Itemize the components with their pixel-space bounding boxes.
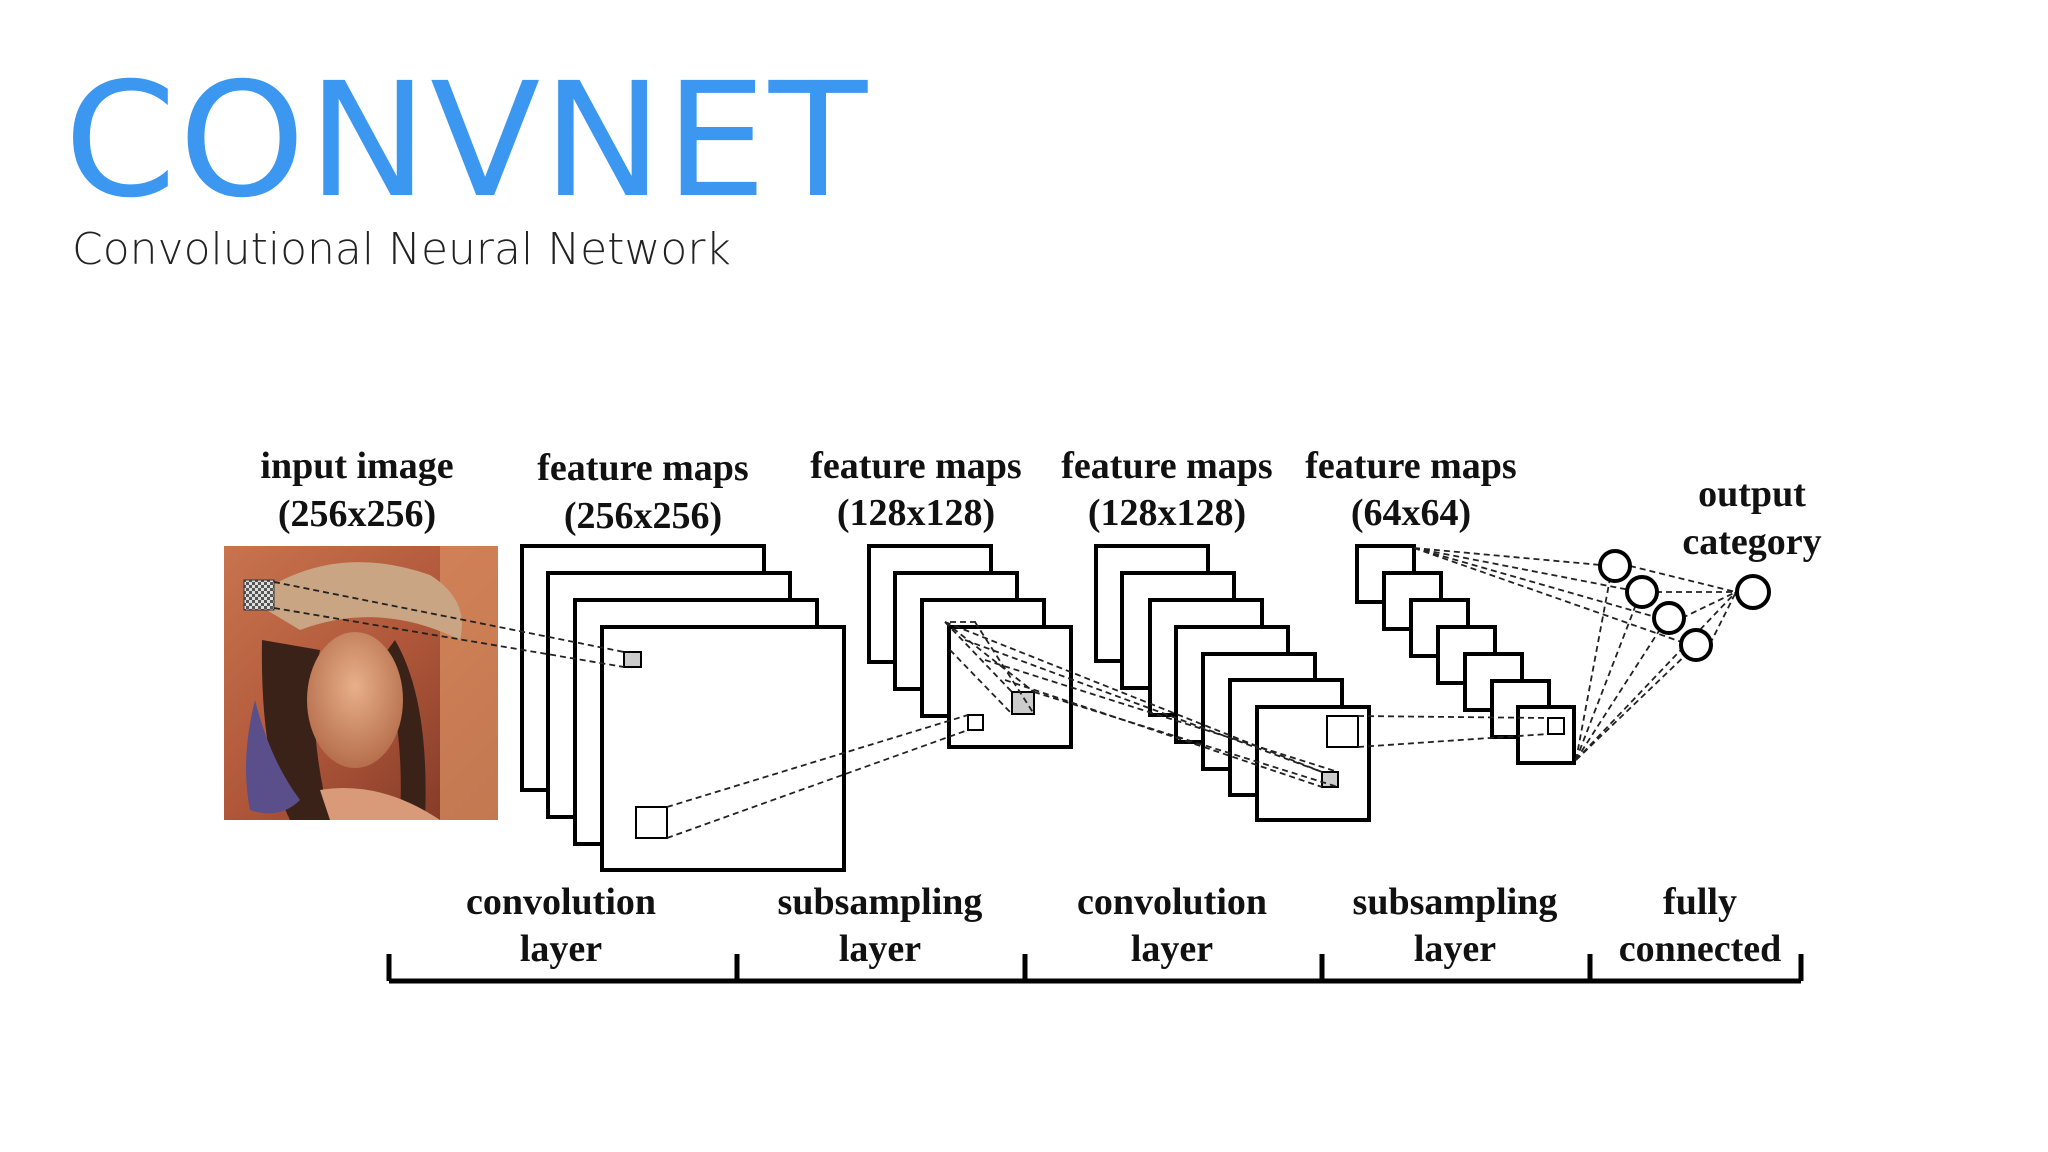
label-stage2-size: (128x128) (837, 492, 995, 534)
bottom-labels: convolution layer subsampling layer conv… (466, 881, 1781, 970)
label-stage2-maps: feature maps (810, 445, 1021, 487)
top-labels: input image (256x256) feature maps (256x… (260, 445, 1821, 563)
feature-maps-stage1 (520, 544, 846, 872)
fully-connected-neurons (1598, 549, 1713, 662)
connection-lines (273, 547, 1737, 839)
label-sub1-layer: layer (839, 928, 921, 970)
label-output-category: category (1682, 521, 1821, 563)
label-input-image: input image (260, 445, 453, 487)
label-sub1: subsampling (778, 881, 983, 923)
label-stage1-size: (256x256) (564, 495, 722, 537)
label-stage4-maps: feature maps (1305, 445, 1516, 487)
label-fc-connected: connected (1619, 928, 1782, 970)
label-output: output (1698, 473, 1806, 515)
label-sub2: subsampling (1353, 881, 1558, 923)
input-image (224, 546, 498, 820)
slide-title: CONVNET (64, 49, 870, 233)
label-stage3-maps: feature maps (1061, 445, 1272, 487)
output-neuron (1735, 574, 1771, 610)
label-conv1-layer: layer (520, 928, 602, 970)
label-sub2-layer: layer (1414, 928, 1496, 970)
label-fc: fully (1663, 881, 1737, 923)
label-stage4-size: (64x64) (1351, 492, 1471, 534)
layer-bracket (386, 954, 1804, 984)
slide-subtitle: Convolutional Neural Network (72, 224, 731, 275)
label-input-size: (256x256) (278, 493, 436, 535)
label-conv2: convolution (1077, 881, 1267, 923)
label-conv2-layer: layer (1131, 928, 1213, 970)
label-conv1: convolution (466, 881, 656, 923)
label-stage1-maps: feature maps (537, 447, 748, 489)
label-stage3-size: (128x128) (1088, 492, 1246, 534)
feature-maps-stage4 (1355, 544, 1576, 765)
